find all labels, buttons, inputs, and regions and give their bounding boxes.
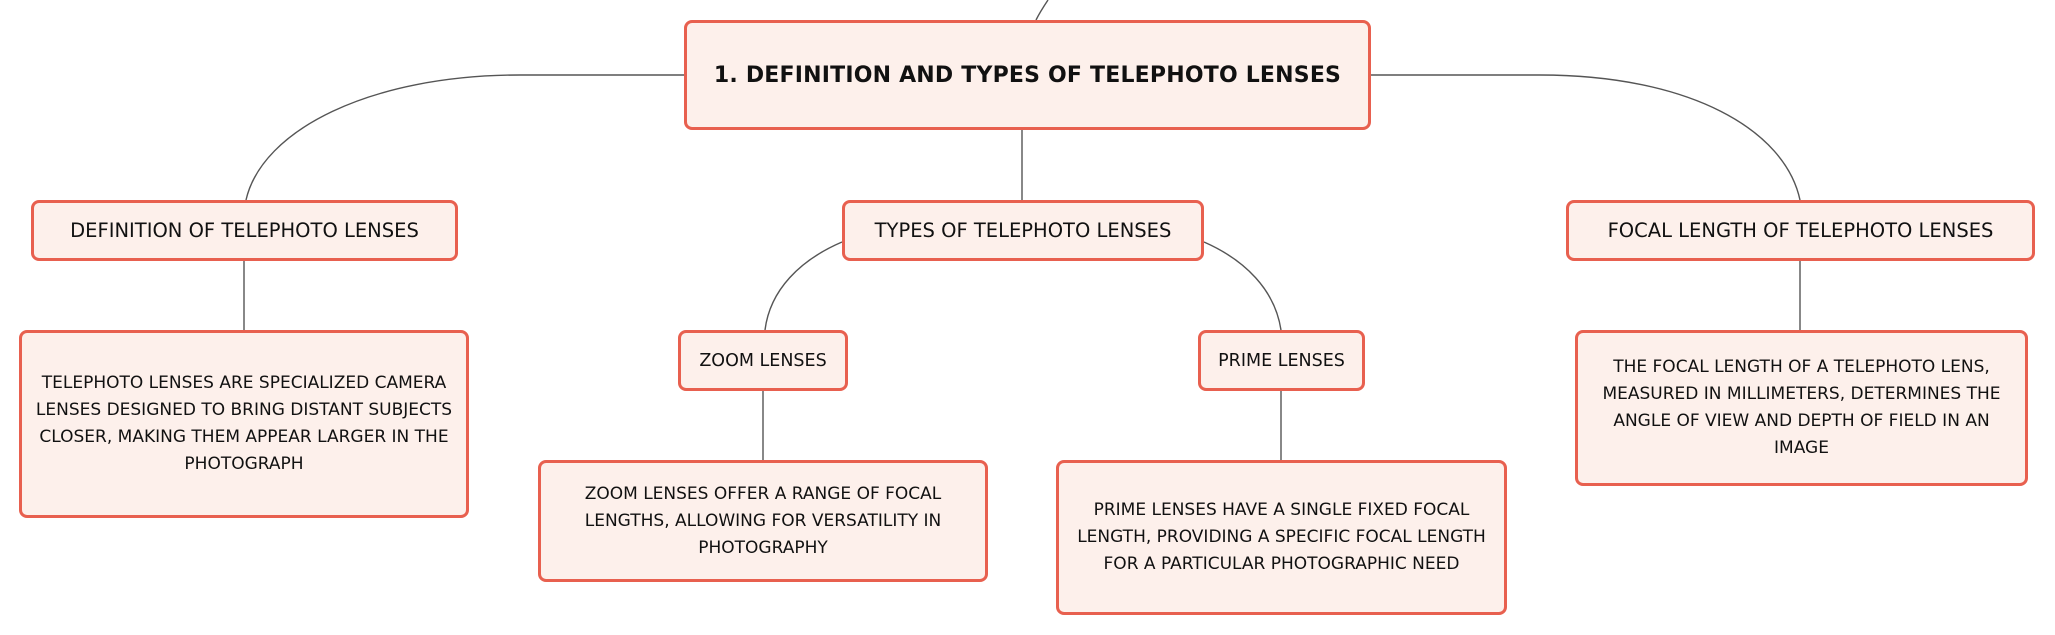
- detail-node-definition[interactable]: TELEPHOTO LENSES ARE SPECIALIZED CAMERA …: [19, 330, 469, 518]
- connector-root-to-definition: [245, 74, 684, 201]
- detail-text-focal-length: THE FOCAL LENGTH OF A TELEPHOTO LENS, ME…: [1602, 357, 2001, 458]
- detail-node-zoom[interactable]: ZOOM LENSES OFFER A RANGE OF FOCAL LENGT…: [538, 460, 988, 582]
- detail-text-zoom: ZOOM LENSES OFFER A RANGE OF FOCAL LENGT…: [584, 483, 942, 558]
- topic-node-focal-length[interactable]: FOCAL LENGTH OF TELEPHOTO LENSES: [1566, 200, 2035, 261]
- subtopic-label-prime: PRIME LENSES: [1218, 350, 1345, 371]
- topic-label-types: TYPES OF TELEPHOTO LENSES: [874, 219, 1172, 242]
- topic-node-definition[interactable]: DEFINITION OF TELEPHOTO LENSES: [31, 200, 458, 261]
- subtopic-label-zoom: ZOOM LENSES: [699, 350, 827, 371]
- connector-types-to-prime: [1203, 241, 1282, 331]
- detail-text-definition: TELEPHOTO LENSES ARE SPECIALIZED CAMERA …: [35, 373, 453, 474]
- connector-root-to-focal-length: [1371, 74, 1801, 201]
- connector-types-to-zoom: [764, 241, 843, 331]
- connector-parent-to-root: [1035, 0, 1049, 21]
- root-topic-node[interactable]: 1. DEFINITION AND TYPES OF TELEPHOTO LEN…: [684, 20, 1371, 130]
- topic-node-types[interactable]: TYPES OF TELEPHOTO LENSES: [842, 200, 1204, 261]
- detail-text-prime: PRIME LENSES HAVE A SINGLE FIXED FOCAL L…: [1077, 500, 1486, 574]
- root-topic-label: 1. DEFINITION AND TYPES OF TELEPHOTO LEN…: [713, 62, 1342, 88]
- topic-label-focal-length: FOCAL LENGTH OF TELEPHOTO LENSES: [1607, 219, 1994, 242]
- detail-node-focal-length[interactable]: THE FOCAL LENGTH OF A TELEPHOTO LENS, ME…: [1575, 330, 2028, 486]
- detail-node-prime[interactable]: PRIME LENSES HAVE A SINGLE FIXED FOCAL L…: [1056, 460, 1507, 615]
- subtopic-node-prime[interactable]: PRIME LENSES: [1198, 330, 1365, 391]
- subtopic-node-zoom[interactable]: ZOOM LENSES: [678, 330, 848, 391]
- topic-label-definition: DEFINITION OF TELEPHOTO LENSES: [70, 219, 419, 242]
